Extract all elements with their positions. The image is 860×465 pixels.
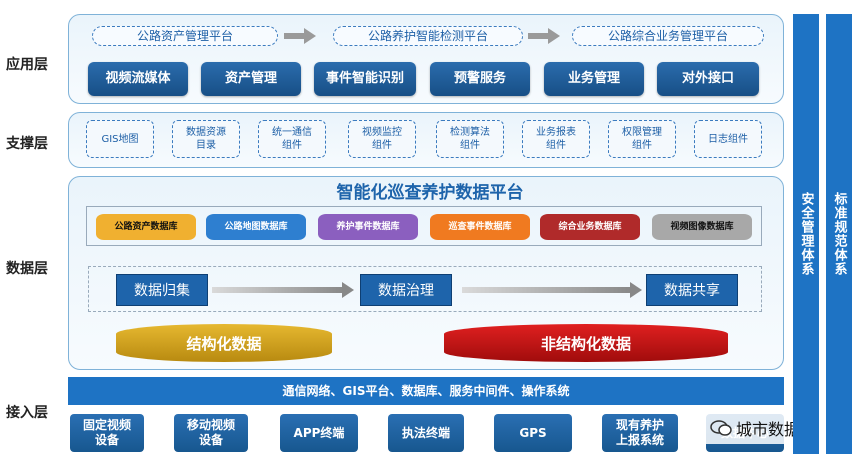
platform-arrow-2-head bbox=[548, 28, 560, 44]
component-detection-algorithm[interactable]: 检测算法 组件 bbox=[436, 120, 504, 158]
db-integrated-business: 综合业务数据库 bbox=[540, 214, 640, 240]
module-warning-service[interactable]: 预警服务 bbox=[430, 62, 530, 96]
layer-label-access: 接入层 bbox=[6, 405, 48, 421]
component-video-monitoring[interactable]: 视频监控 组件 bbox=[348, 120, 416, 158]
unstructured-data: 非结构化数据 bbox=[444, 324, 728, 362]
platform-inspection: 公路养护智能检测平台 bbox=[333, 26, 523, 46]
component-gis-map[interactable]: GIS地图 bbox=[86, 120, 154, 158]
device-fixed-video[interactable]: 固定视频 设备 bbox=[70, 414, 144, 452]
component-permission[interactable]: 权限管理 组件 bbox=[608, 120, 676, 158]
platform-business: 公路综合业务管理平台 bbox=[572, 26, 764, 46]
db-maintenance-event: 养护事件数据库 bbox=[318, 214, 418, 240]
database-row-frame bbox=[86, 206, 762, 246]
flow-frame bbox=[88, 266, 762, 312]
db-inspection-event: 巡查事件数据库 bbox=[430, 214, 530, 240]
db-road-map: 公路地图数据库 bbox=[206, 214, 306, 240]
platform-arrow-1-head bbox=[304, 28, 316, 44]
module-event-recognition[interactable]: 事件智能识别 bbox=[314, 62, 416, 96]
wechat-icon bbox=[710, 420, 732, 436]
layer-label-application: 应用层 bbox=[6, 57, 48, 73]
standards-bar: 标准规范体系 bbox=[826, 14, 852, 454]
security-management-bar: 安全管理体系 bbox=[793, 14, 819, 454]
component-business-report[interactable]: 业务报表 组件 bbox=[522, 120, 590, 158]
module-business-management[interactable]: 业务管理 bbox=[544, 62, 644, 96]
layer-label-support: 支撑层 bbox=[6, 136, 48, 152]
device-gps[interactable]: GPS bbox=[494, 414, 572, 452]
flow-arrow-1-head bbox=[342, 282, 354, 298]
module-asset-management[interactable]: 资产管理 bbox=[201, 62, 301, 96]
flow-collection[interactable]: 数据归集 bbox=[116, 274, 208, 306]
network-bar: 通信网络、GIS平台、数据库、服务中间件、操作系统 bbox=[68, 377, 784, 405]
platform-asset: 公路资产管理平台 bbox=[92, 26, 278, 46]
module-video-streaming[interactable]: 视频流媒体 bbox=[88, 62, 188, 96]
structured-data: 结构化数据 bbox=[116, 324, 332, 362]
device-maintenance-report-system[interactable]: 现有养护 上报系统 bbox=[602, 414, 678, 452]
db-video-image: 视频图像数据库 bbox=[652, 214, 752, 240]
component-unified-communication[interactable]: 统一通信 组件 bbox=[258, 120, 326, 158]
flow-arrow-2 bbox=[462, 287, 632, 293]
data-platform-title: 智能化巡查养护数据平台 bbox=[336, 183, 524, 203]
flow-arrow-2-head bbox=[630, 282, 642, 298]
flow-arrow-1 bbox=[212, 287, 344, 293]
flow-sharing[interactable]: 数据共享 bbox=[646, 274, 738, 306]
platform-arrow-1 bbox=[284, 33, 306, 39]
security-management-label: 安全管理体系 bbox=[798, 192, 814, 276]
component-data-catalog[interactable]: 数据资源 目录 bbox=[172, 120, 240, 158]
flow-governance[interactable]: 数据治理 bbox=[360, 274, 452, 306]
device-enforcement-terminal[interactable]: 执法终端 bbox=[388, 414, 464, 452]
device-app-terminal[interactable]: APP终端 bbox=[280, 414, 358, 452]
component-log[interactable]: 日志组件 bbox=[694, 120, 762, 158]
platform-arrow-2 bbox=[528, 33, 550, 39]
layer-label-data: 数据层 bbox=[6, 261, 48, 277]
device-mobile-video[interactable]: 移动视频 设备 bbox=[174, 414, 248, 452]
standards-label: 标准规范体系 bbox=[831, 192, 847, 276]
module-external-interface[interactable]: 对外接口 bbox=[657, 62, 759, 96]
db-road-asset: 公路资产数据库 bbox=[96, 214, 196, 240]
